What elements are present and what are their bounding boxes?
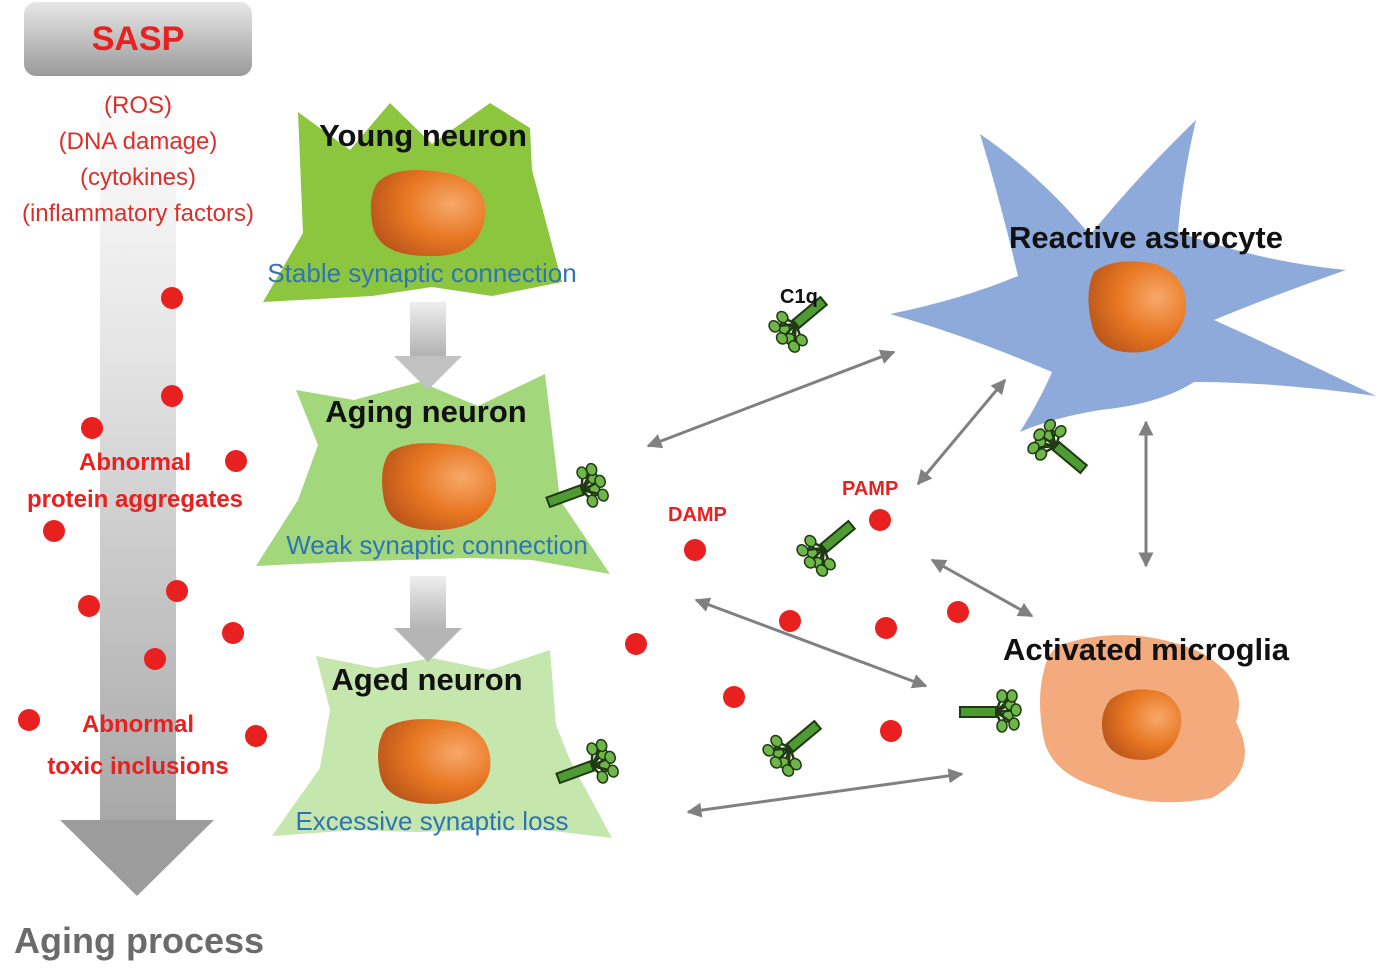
reactive-astrocyte-cell	[890, 120, 1376, 432]
aging-neuron-cell	[256, 374, 610, 574]
aging-neuron-nucleus	[382, 443, 497, 531]
sasp-title: SASP	[91, 20, 185, 58]
arrow-aging-astrocyte	[646, 349, 896, 449]
interaction-arrows	[646, 349, 1154, 818]
molecule-dot	[245, 725, 267, 747]
arrow-aged-microglia	[686, 768, 964, 818]
aggregates-label-line2: protein aggregates	[26, 486, 244, 513]
aged-neuron-caption: Excessive synaptic loss	[295, 806, 569, 836]
molecule-dot	[222, 622, 244, 644]
young-to-aging-arrow	[394, 302, 462, 390]
astrocyte-nucleus	[1088, 261, 1187, 353]
damp-label: DAMP	[668, 504, 727, 526]
molecule-dot	[869, 509, 891, 531]
young-neuron-caption: Stable synaptic connection	[267, 258, 577, 288]
c1q-icon	[545, 462, 609, 509]
molecule-dot	[947, 601, 969, 623]
c1q-icon	[555, 738, 619, 785]
aged-neuron-nucleus	[378, 719, 491, 804]
young-neuron-title: Young neuron	[319, 118, 527, 153]
molecule-dot	[779, 610, 801, 632]
molecule-dot	[144, 648, 166, 670]
aging-process-arrow	[60, 80, 214, 896]
microglia-title: Activated microglia	[1003, 632, 1289, 667]
molecule-dot	[723, 686, 745, 708]
inclusions-label-line2: toxic inclusions	[47, 753, 229, 780]
aggregates-label-line1: Abnormal	[78, 449, 191, 476]
molecule-dot	[18, 709, 40, 731]
aging-to-aged-arrow	[394, 576, 462, 662]
young-neuron-cell	[263, 103, 562, 302]
sasp-factor-inflammatory: (inflammatory factors)	[21, 200, 255, 227]
sasp-factor-dna-damage: (DNA damage)	[58, 128, 218, 155]
inclusions-label-line1: Abnormal	[81, 711, 194, 738]
sasp-box	[24, 2, 252, 76]
sasp-factor-cytokines: (cytokines)	[79, 164, 197, 191]
sasp-factor-ros: (ROS)	[104, 92, 172, 119]
c1q-icon	[796, 519, 857, 577]
molecule-dot	[684, 539, 706, 561]
c1q-icon	[1027, 418, 1089, 475]
arrow-center-microglia	[930, 558, 1034, 618]
molecule-dot	[625, 633, 647, 655]
molecule-dot	[875, 617, 897, 639]
molecule-dot	[225, 450, 247, 472]
astrocyte-title: Reactive astrocyte	[1009, 220, 1283, 255]
molecule-dot	[43, 520, 65, 542]
molecule-dot	[161, 287, 183, 309]
c1q-icon	[762, 719, 823, 777]
pamp-label: PAMP	[842, 478, 899, 500]
c1q-label: C1q	[780, 286, 818, 308]
molecule-dot	[161, 385, 183, 407]
molecule-dot	[78, 595, 100, 617]
molecule-dot	[166, 580, 188, 602]
activated-microglia-cell	[1040, 635, 1245, 803]
arrow-damp-microglia	[694, 597, 928, 689]
c1q-icon	[959, 689, 1022, 733]
aged-neuron-title: Aged neuron	[331, 662, 523, 697]
young-neuron-nucleus	[370, 169, 486, 257]
microglia-nucleus	[1102, 689, 1182, 760]
aging-process-label: Aging process	[14, 920, 265, 961]
molecule-dot	[880, 720, 902, 742]
aged-neuron-cell	[272, 650, 612, 838]
arrow-pamp-astrocyte	[916, 378, 1007, 486]
aging-neuron-title: Aging neuron	[325, 394, 527, 429]
aging-neuron-caption: Weak synaptic connection	[286, 530, 588, 560]
molecule-dot	[81, 417, 103, 439]
c1q-icon	[768, 295, 829, 353]
